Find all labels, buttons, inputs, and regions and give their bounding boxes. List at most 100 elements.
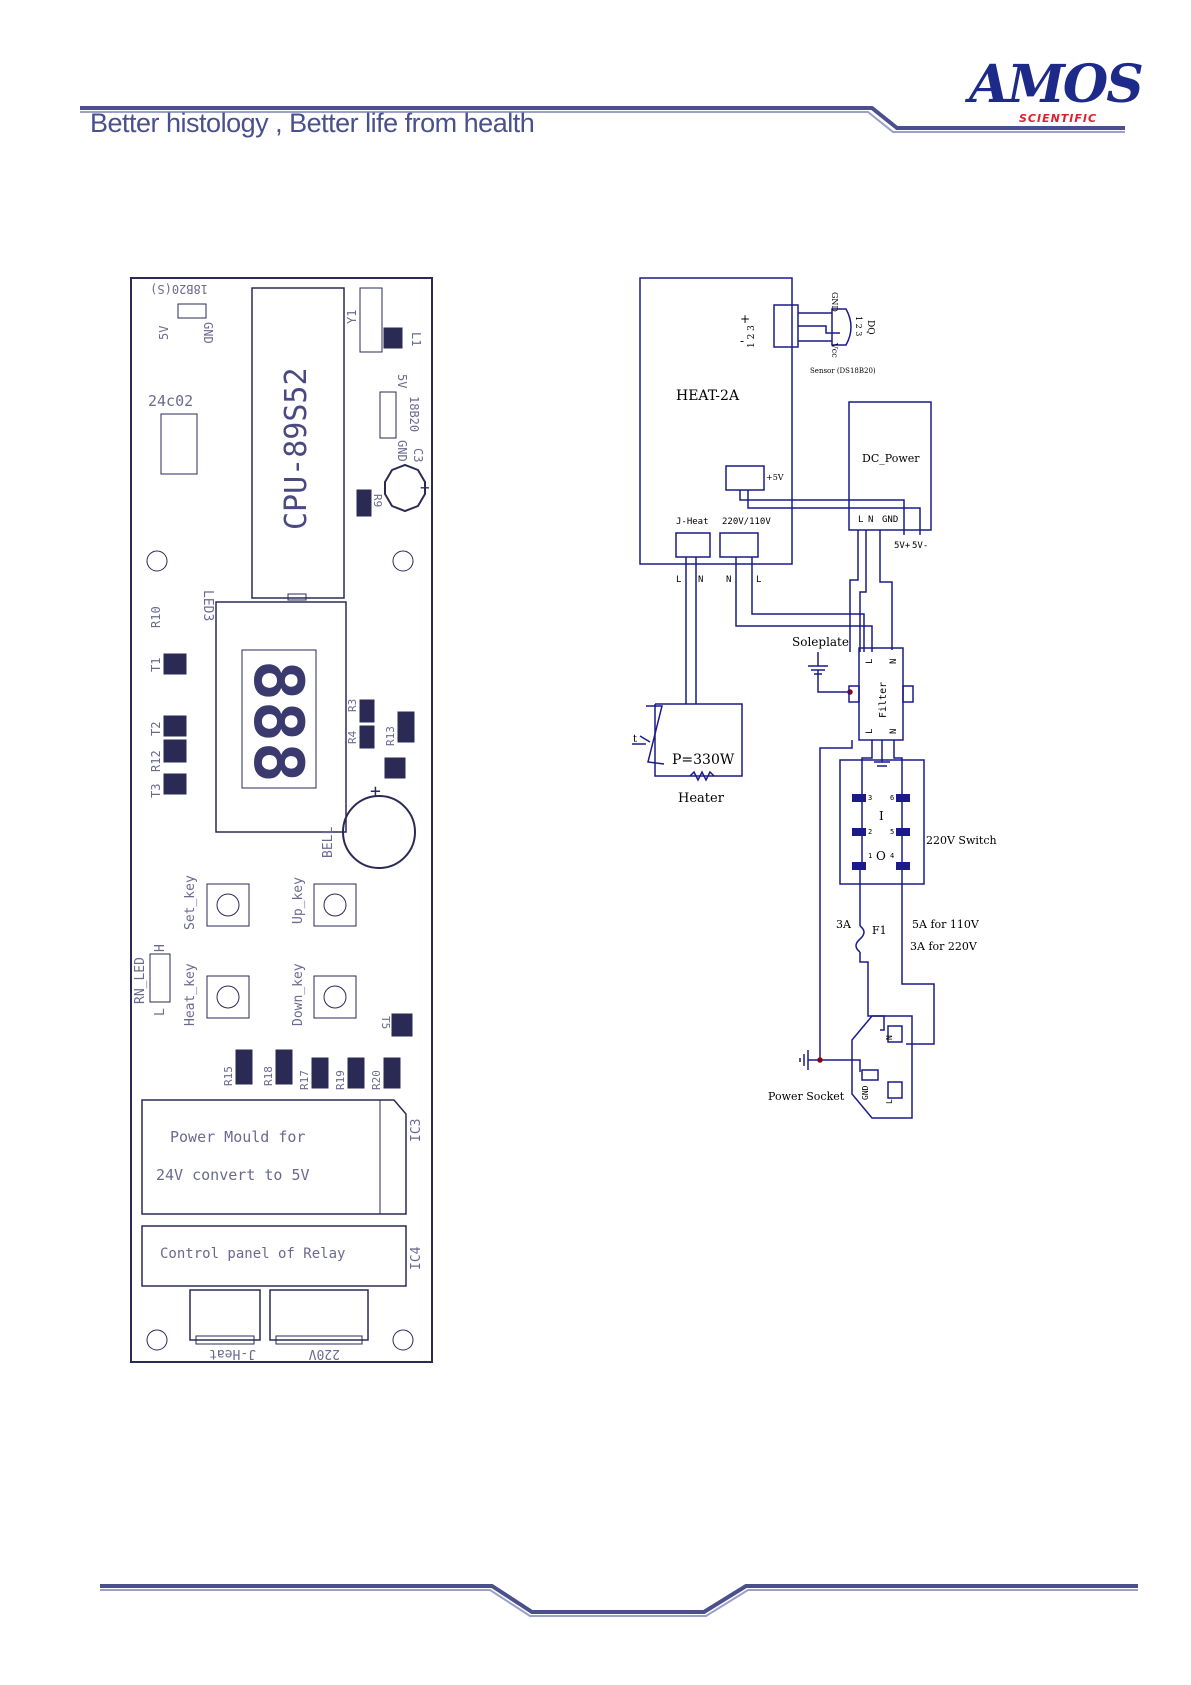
socket-pin-gnd bbox=[861, 1069, 879, 1081]
note-110v: 5A for 110V bbox=[912, 918, 980, 931]
led3-label: LED3 bbox=[200, 590, 215, 621]
sensor-gnd: GND bbox=[830, 292, 839, 312]
r3-label: R3 bbox=[346, 699, 359, 712]
switch-terminal bbox=[852, 862, 866, 870]
mains-wires-a bbox=[735, 557, 873, 652]
y1-label: Y1 bbox=[345, 310, 359, 324]
r3-resistor bbox=[359, 699, 375, 723]
bell-buzzer bbox=[342, 795, 416, 869]
filter-n2-label: N bbox=[889, 729, 899, 734]
heat-key bbox=[206, 975, 250, 1019]
c3-plus-label: + bbox=[420, 478, 430, 497]
r12-resistor bbox=[163, 739, 187, 763]
header-rule bbox=[80, 106, 1125, 130]
sensor-minus: - bbox=[740, 334, 744, 348]
filter-output-wires bbox=[861, 740, 903, 866]
mount-hole bbox=[146, 550, 168, 572]
power-module bbox=[141, 1099, 407, 1215]
socket-pin-l bbox=[887, 1081, 903, 1099]
c3-capacitor bbox=[384, 463, 426, 513]
filter-tab-right bbox=[902, 685, 914, 703]
socket-pin-n bbox=[887, 1025, 903, 1043]
ds18b20-socket-top bbox=[177, 303, 207, 319]
dc-power-label: DC_Power bbox=[862, 452, 920, 465]
t2-transistor bbox=[163, 715, 187, 737]
filter-tab-left bbox=[848, 685, 860, 703]
mount-hole bbox=[146, 1329, 168, 1351]
rn-led-l-label: L bbox=[153, 1008, 168, 1016]
filter-n-label: N bbox=[889, 659, 899, 664]
r13-resistor bbox=[397, 711, 415, 743]
cpu-notch bbox=[287, 593, 307, 601]
jheat-connector-lip bbox=[195, 1335, 255, 1345]
pcb-5v-label: 5V bbox=[157, 326, 171, 340]
fuse-symbol bbox=[855, 925, 865, 953]
filter-ground bbox=[874, 740, 890, 767]
v220-conn-label: 220V bbox=[309, 1346, 340, 1361]
filter-l-label: L bbox=[865, 659, 875, 664]
heat-key-body bbox=[206, 975, 250, 1019]
header-rule-shadow bbox=[80, 111, 1125, 133]
r15-label: R15 bbox=[222, 1066, 235, 1086]
eeprom-chip bbox=[160, 413, 198, 475]
v220-l-label: L bbox=[756, 575, 761, 585]
r17-resistor bbox=[311, 1057, 329, 1089]
mains-return-wire bbox=[819, 740, 853, 1060]
r10-label: R10 bbox=[149, 606, 163, 628]
l1-label: L1 bbox=[409, 332, 423, 346]
up-key-label: Up_key bbox=[291, 877, 306, 924]
fuse-rating-label: 3A bbox=[836, 918, 852, 931]
dc-wires bbox=[739, 490, 921, 535]
footer-rule-shadow bbox=[100, 1589, 1138, 1617]
mount-hole bbox=[392, 1329, 414, 1351]
ds18b20-top-label: 18B20(S) bbox=[150, 282, 208, 296]
switch-terminal bbox=[896, 828, 910, 836]
socket-gnd-label: GND bbox=[861, 1085, 870, 1100]
switch-pin-4: 4 bbox=[890, 852, 894, 860]
r12-label: R12 bbox=[149, 750, 163, 772]
switch-pin-6: 6 bbox=[890, 794, 894, 802]
pcb-outline bbox=[130, 277, 433, 1363]
r18-label: R18 bbox=[262, 1066, 275, 1086]
dc-5vp-label: 5V+ bbox=[894, 541, 911, 551]
cpu-label: CPU-89S52 bbox=[279, 367, 314, 530]
y1-crystal bbox=[359, 287, 383, 353]
heat-2a-label: HEAT-2A bbox=[676, 388, 740, 404]
dc-power-box bbox=[848, 401, 932, 531]
filter-l2-label: L bbox=[865, 729, 875, 734]
t5-label: T5 bbox=[379, 1016, 392, 1029]
seg-window bbox=[241, 649, 317, 789]
relay-panel bbox=[141, 1225, 407, 1287]
footer-decor bbox=[100, 1584, 1138, 1617]
heat-key-label: Heat_key bbox=[183, 963, 198, 1026]
logo-text: AMOS bbox=[969, 54, 1144, 115]
sensor-pins-right: 1 2 3 bbox=[854, 316, 863, 336]
up-key-body bbox=[313, 883, 357, 927]
socket-ground-wire bbox=[820, 1059, 861, 1072]
heater-wires bbox=[685, 557, 697, 704]
heater-resistor bbox=[689, 770, 715, 782]
r20-label: R20 bbox=[370, 1070, 383, 1090]
set-key-label: Set_key bbox=[183, 875, 198, 930]
down-key-cap bbox=[323, 985, 347, 1009]
down-key bbox=[313, 975, 357, 1019]
ds18b20-socket bbox=[379, 391, 397, 439]
switch-pin-1: 1 bbox=[868, 852, 872, 860]
up-key bbox=[313, 883, 357, 927]
socket-l-label: L bbox=[885, 1099, 894, 1104]
filter-label: Filter bbox=[878, 682, 889, 718]
soleplate-ground bbox=[808, 652, 828, 675]
switch-terminal bbox=[852, 828, 866, 836]
r20-resistor bbox=[383, 1057, 401, 1089]
sensor-header bbox=[773, 304, 799, 348]
switch-box bbox=[839, 759, 925, 885]
rn-led-h-label: H bbox=[153, 944, 168, 952]
set-key-body bbox=[206, 883, 250, 927]
logo-subtitle: SCIENTIFIC bbox=[1019, 112, 1098, 125]
jheat-label: J-Heat bbox=[676, 517, 709, 527]
v220-header bbox=[719, 532, 759, 558]
switch-terminal bbox=[896, 862, 910, 870]
relay-label: Control panel of Relay bbox=[160, 1246, 345, 1262]
tagline: Better histology , Better life from heal… bbox=[90, 108, 535, 138]
